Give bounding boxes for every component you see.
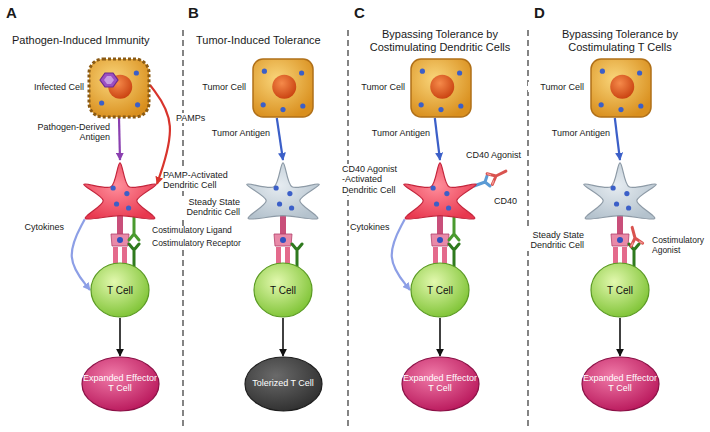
effector-t-cell: Expanded Effector T Cell: [581, 356, 660, 412]
connector-arrow: [277, 118, 283, 160]
panel-letter: C: [354, 4, 374, 21]
dendritic-cell: PAMP-Activated Dendritic Cell: [77, 160, 163, 240]
edge-label: Tumor Antigen: [536, 128, 610, 138]
t-cell: T Cell: [410, 262, 470, 318]
cell-caption: Steady State Dendritic Cell: [176, 197, 240, 218]
connector-arrow: [282, 318, 284, 356]
t-cell: T Cell: [90, 262, 150, 318]
panel-title: Pathogen-Induced Immunity: [12, 34, 180, 47]
cell-caption: Tumor Cell: [528, 82, 584, 92]
connector-arrow: [619, 318, 621, 356]
cell-caption: PAMP-Activated Dendritic Cell: [163, 170, 239, 191]
cell-label: T Cell: [270, 285, 296, 296]
cell-label: T Cell: [427, 285, 453, 296]
connector-arrow: [119, 118, 120, 160]
dendritic-cell: Steady State Dendritic Cell: [577, 160, 663, 240]
tumor-cell-shape: [252, 58, 314, 118]
infected-cell: Infected Cell: [88, 58, 150, 118]
edge-label: Tumor Antigen: [196, 128, 270, 138]
connector-arrow: [119, 318, 121, 356]
antibody-symbol: [487, 166, 508, 185]
dendritic-cell: CD40 Agonist -Activated Dendritic Cell: [397, 160, 483, 240]
cell-label: T Cell: [107, 285, 133, 296]
panel-title: Tumor-Induced Tolerance: [196, 34, 344, 47]
cell-label: Expanded Effector T Cell: [581, 374, 660, 394]
receptor-complex: [274, 210, 302, 270]
cell-caption: Infected Cell: [14, 82, 84, 92]
cell-caption: Steady State Dendritic Cell: [524, 230, 584, 251]
receptor-complex: [431, 210, 459, 270]
connector-arrow: [439, 318, 441, 356]
edge-label: Tumor Antigen: [356, 128, 430, 138]
panel-title: Bypassing Tolerance by Costimulating Den…: [354, 28, 526, 53]
connector-arrow: [435, 118, 440, 160]
t-cell: T Cell: [590, 262, 650, 318]
cell-label: Expanded Effector T Cell: [81, 374, 160, 394]
tumor-cell-shape: [590, 58, 652, 118]
effector-t-cell: Expanded Effector T Cell: [401, 356, 480, 412]
panel-divider: [347, 30, 348, 426]
cell-caption: Tumor Cell: [350, 82, 405, 92]
effector-t-cell: Expanded Effector T Cell: [81, 356, 160, 412]
infected-cell-shape: [88, 58, 150, 118]
tolerized-t-cell: Tolerized T Cell: [244, 356, 323, 412]
part-label: CD40 Agonist: [466, 150, 526, 160]
edge-label: Pathogen-Derived Antigen: [26, 122, 110, 143]
part-label: Costimulatory Ligand: [152, 226, 262, 236]
receptor-complex: [111, 210, 139, 270]
tumor-cell: Tumor Cell: [590, 58, 652, 118]
cell-caption: Tumor Cell: [184, 82, 246, 92]
t-cell: T Cell: [253, 262, 313, 318]
panel-letter: D: [534, 4, 554, 21]
cell-label: Tolerized T Cell: [252, 379, 314, 389]
edge-label: Cytokines: [14, 222, 64, 232]
dendritic-cell-shape: [577, 160, 663, 240]
connector-arrow: [72, 219, 90, 290]
panel-letter: B: [188, 4, 208, 21]
edge-label: Cytokines: [350, 222, 396, 232]
tumor-cell: Tumor Cell: [410, 58, 472, 118]
dendritic-cell-shape: [77, 160, 163, 240]
cell-label: T Cell: [607, 285, 633, 296]
panel-letter: A: [6, 4, 26, 21]
edge-label: PAMPs: [176, 113, 210, 123]
connector-arrow: [615, 118, 620, 160]
cell-caption: CD40 Agonist -Activated Dendritic Cell: [342, 164, 398, 195]
tumor-cell: Tumor Cell: [252, 58, 314, 118]
panel-title: Bypassing Tolerance by Costimulating T C…: [534, 28, 706, 53]
antibody-symbol: [626, 226, 642, 246]
cell-label: Expanded Effector T Cell: [401, 374, 480, 394]
dendritic-cell-shape: [397, 160, 483, 240]
part-label: Costimulatory Receptor: [152, 239, 262, 249]
part-label: Costimulatory Agonist: [652, 236, 708, 256]
part-label: CD40: [494, 196, 526, 206]
tumor-cell-shape: [410, 58, 472, 118]
